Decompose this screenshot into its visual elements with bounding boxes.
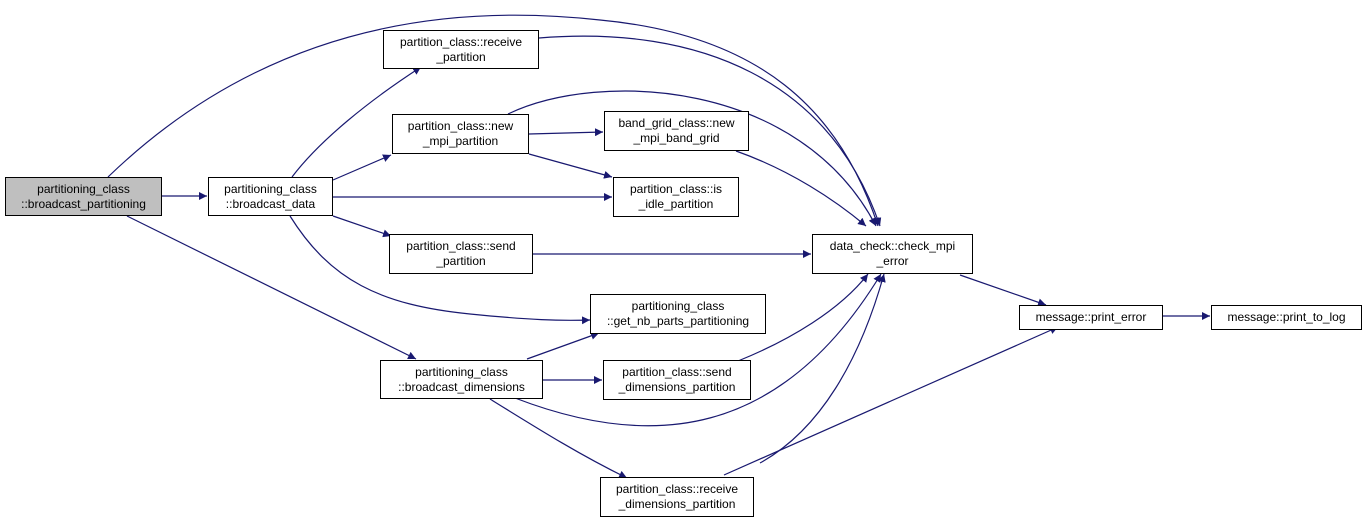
- edge-receive-partition-to-check-mpi-error: [538, 35, 882, 227]
- node-label-line1: partition_class::receive: [615, 482, 739, 496]
- edge-send-dimensions-to-check-mpi-error: [737, 273, 869, 362]
- node-receive-partition[interactable]: partition_class::receive _partition: [383, 30, 539, 69]
- node-label-line1: partitioning_class: [224, 181, 317, 196]
- node-label-line2: _partition: [436, 49, 486, 64]
- edge-broadcast-dimensions-to-check-mpi-error: [514, 273, 882, 427]
- node-print-to-log[interactable]: message::print_to_log: [1211, 305, 1362, 330]
- node-is-idle-partition[interactable]: partition_class::is _idle_partition: [613, 177, 739, 217]
- node-label-line1: partition_class::send: [406, 239, 516, 253]
- edge-new-mpi-partition-to-band-grid-new: [528, 128, 604, 137]
- node-label-line1: partitioning_class: [415, 364, 508, 379]
- edge-broadcast-data-to-get-nb-parts: [289, 215, 591, 325]
- node-label-line1: message::print_to_log: [1227, 310, 1346, 324]
- node-broadcast-dimensions[interactable]: partitioning_class ::broadcast_dimension…: [380, 360, 543, 399]
- node-label-line1: partition_class::send: [622, 365, 732, 379]
- node-label-line2: ::broadcast_dimensions: [398, 379, 525, 394]
- node-send-partition[interactable]: partition_class::send _partition: [389, 234, 533, 274]
- node-label-line1: data_check::check_mpi: [829, 239, 956, 253]
- node-label-line1: partitioning_class: [631, 299, 725, 313]
- node-band-grid-new-mpi-band-grid[interactable]: band_grid_class::new _mpi_band_grid: [604, 111, 749, 151]
- node-label-line2: _error: [876, 254, 909, 268]
- edge-check-mpi-error-to-print-error: [959, 274, 1047, 307]
- node-label-line2: _mpi_band_grid: [633, 131, 720, 145]
- node-label-line1: partitioning_class: [37, 181, 130, 196]
- node-label-line1: partition_class::is: [629, 182, 723, 196]
- node-receive-dimensions-partition[interactable]: partition_class::receive _dimensions_par…: [600, 477, 754, 517]
- edge-band-grid-new-to-check-mpi-error: [735, 150, 867, 227]
- edge-new-mpi-partition-to-check-mpi-error: [507, 90, 877, 227]
- node-broadcast-data[interactable]: partitioning_class ::broadcast_data: [208, 177, 333, 216]
- node-label-line2: _partition: [436, 254, 486, 268]
- node-label-line2: ::get_nb_parts_partitioning: [606, 314, 750, 328]
- node-check-mpi-error[interactable]: data_check::check_mpi _error: [812, 234, 973, 274]
- edge-broadcast-data-to-new-mpi-partition: [332, 154, 392, 181]
- node-label-line1: message::print_error: [1035, 310, 1147, 324]
- edge-broadcast-data-to-receive-partition: [291, 66, 422, 178]
- node-print-error[interactable]: message::print_error: [1019, 305, 1163, 330]
- edge-broadcast-dimensions-to-receive-dimensions: [489, 398, 628, 479]
- edge-new-mpi-partition-to-is-idle-partition: [528, 153, 613, 179]
- node-label-line2: _dimensions_partition: [618, 380, 736, 394]
- edge-broadcast-partitioning-to-broadcast-dimensions: [126, 215, 417, 360]
- node-label-line1: band_grid_class::new: [618, 116, 735, 130]
- edge-broadcast-partitioning-to-check-mpi-error: [107, 14, 880, 227]
- edge-broadcast-dimensions-to-get-nb-parts: [526, 331, 600, 360]
- node-label-line2: ::broadcast_partitioning: [21, 196, 146, 211]
- edge-broadcast-data-to-send-partition: [332, 215, 392, 238]
- node-get-nb-parts-partitioning[interactable]: partitioning_class ::get_nb_parts_partit…: [590, 294, 766, 334]
- node-send-dimensions-partition[interactable]: partition_class::send _dimensions_partit…: [603, 360, 751, 400]
- edge-receive-dimensions-to-print-error: [723, 326, 1059, 476]
- node-label-line2: _idle_partition: [638, 197, 714, 211]
- node-label-line2: ::broadcast_data: [225, 196, 316, 211]
- node-label-line2: _mpi_partition: [422, 134, 499, 148]
- node-new-mpi-partition[interactable]: partition_class::new _mpi_partition: [392, 114, 529, 154]
- node-label-line2: _dimensions_partition: [618, 497, 736, 511]
- node-label-line1: partition_class::new: [407, 119, 514, 133]
- edge-receive-dimensions-to-check-mpi-error: [759, 273, 886, 464]
- node-label-line1: partition_class::receive: [399, 34, 523, 49]
- node-broadcast-partitioning: partitioning_class ::broadcast_partition…: [5, 177, 162, 216]
